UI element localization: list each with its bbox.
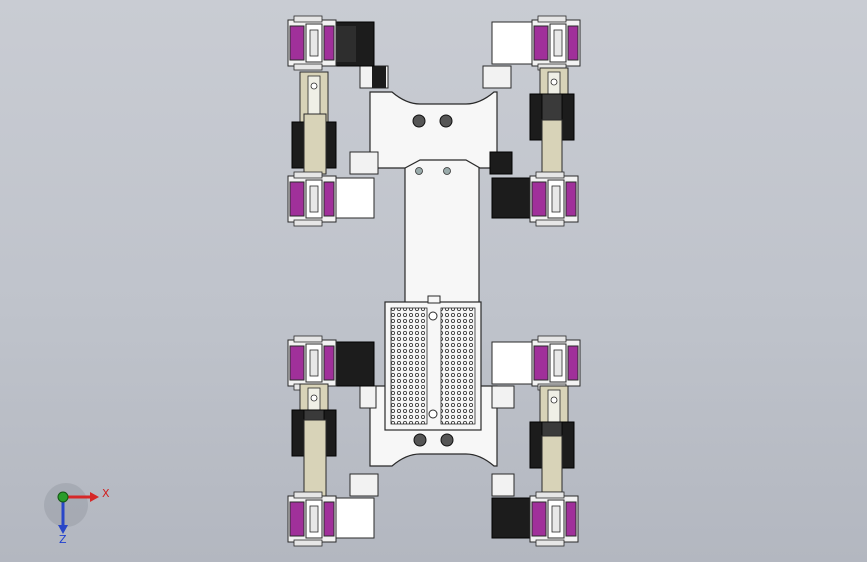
orientation-triad: X Z — [44, 483, 110, 546]
leg-rear-right[interactable] — [491, 335, 581, 547]
x-axis-label: X — [102, 487, 110, 500]
y-axis-marker — [57, 491, 69, 503]
body-frame[interactable] — [349, 65, 515, 497]
leg-rear-left[interactable] — [287, 335, 375, 547]
leg-front-left[interactable] — [287, 15, 375, 227]
breadboard — [384, 295, 482, 431]
leg-front-right[interactable] — [491, 15, 581, 227]
z-axis-label: Z — [59, 533, 67, 546]
